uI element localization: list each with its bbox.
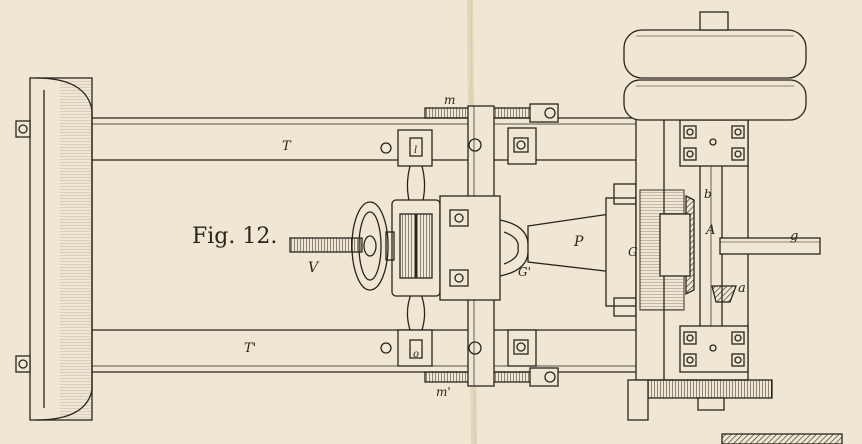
label-o: o (413, 349, 419, 360)
label-l: l (414, 145, 417, 156)
bevel-gear-b (659, 194, 695, 296)
label-t-prime: T' (244, 341, 256, 356)
bevel-gear-a (711, 285, 737, 303)
label-m-prime: m' (436, 385, 451, 399)
pulley-lower (623, 79, 807, 121)
label-t: T (282, 139, 292, 154)
nut-housing (385, 199, 441, 297)
scale-bar (721, 433, 843, 444)
headstock-foot (627, 379, 649, 421)
label-b: b (704, 187, 712, 201)
label-g-chuck: G (628, 245, 638, 259)
slide-block-l (380, 129, 433, 167)
pulley-upper (623, 11, 807, 79)
jaw-carrier (439, 195, 529, 301)
label-a-upper: A (705, 223, 715, 238)
left-end-frame (15, 77, 93, 421)
label-g-prime: G' (518, 265, 531, 279)
label-v: V (308, 260, 320, 276)
hand-wheel (351, 201, 389, 291)
slide-block-o (380, 329, 433, 367)
spindle-g (719, 237, 821, 255)
label-a-lower: a (738, 281, 746, 296)
screw-v (289, 237, 363, 253)
label-g-spindle: g (790, 229, 798, 244)
figure-caption: Fig. 12. (192, 224, 277, 249)
label-p: P (573, 234, 584, 250)
chuck-g (605, 183, 637, 317)
label-m: m (444, 93, 455, 107)
